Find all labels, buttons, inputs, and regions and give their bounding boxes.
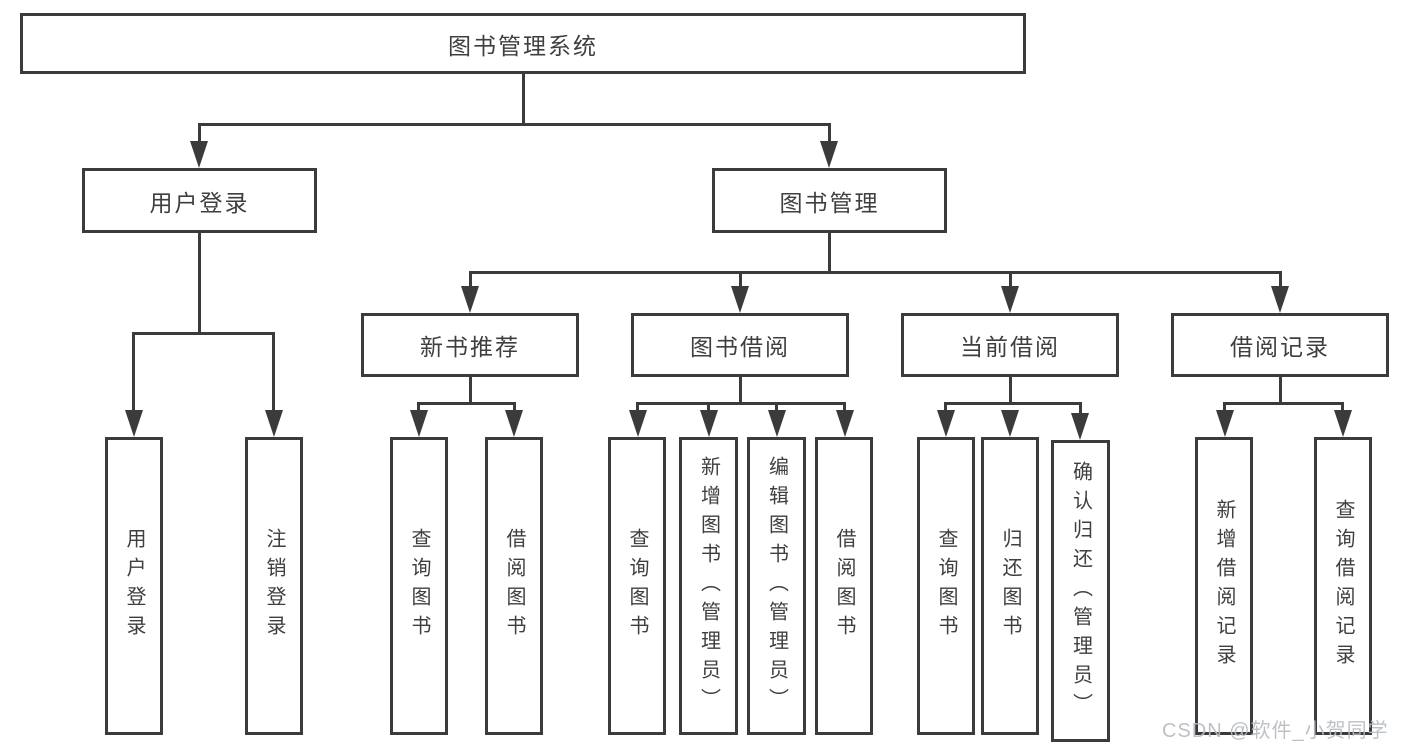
arrow-down-icon bbox=[820, 141, 838, 168]
connector-line bbox=[828, 233, 831, 274]
connector-line bbox=[843, 405, 846, 413]
connector-line bbox=[775, 405, 778, 413]
connector-line bbox=[707, 405, 710, 413]
connector-line bbox=[513, 405, 516, 413]
arrow-down-icon bbox=[265, 410, 283, 437]
arrow-down-icon bbox=[461, 286, 479, 313]
leaf-query-books-newrec: 查询图书 bbox=[390, 437, 448, 735]
node-user-login: 用户登录 bbox=[82, 168, 317, 233]
leaf-add-borrow-record: 新增借阅记录 bbox=[1195, 437, 1253, 735]
connector-line bbox=[739, 377, 742, 405]
arrow-down-icon bbox=[937, 410, 955, 437]
arrow-down-icon bbox=[1071, 413, 1089, 440]
arrow-down-icon bbox=[1216, 410, 1234, 437]
arrow-down-icon bbox=[836, 410, 854, 437]
connector-line bbox=[469, 274, 472, 290]
leaf-confirm-return-admin: 确认归还（管理员） bbox=[1051, 440, 1110, 742]
connector-line bbox=[272, 335, 275, 413]
connector-line bbox=[417, 402, 516, 405]
connector-line bbox=[636, 405, 639, 413]
arrow-down-icon bbox=[700, 410, 718, 437]
connector-line bbox=[469, 377, 472, 405]
connector-line bbox=[198, 126, 201, 152]
leaf-query-books-current: 查询图书 bbox=[917, 437, 975, 735]
arrow-down-icon bbox=[731, 286, 749, 313]
arrow-down-icon bbox=[1271, 286, 1289, 313]
node-book-management: 图书管理 bbox=[712, 168, 947, 233]
connector-line bbox=[132, 335, 135, 413]
arrow-down-icon bbox=[1001, 286, 1019, 313]
arrow-down-icon bbox=[1334, 410, 1352, 437]
leaf-query-books-borrow: 查询图书 bbox=[608, 437, 666, 735]
node-library-management-system: 图书管理系统 bbox=[20, 13, 1026, 74]
connector-line bbox=[944, 405, 947, 413]
leaf-logout: 注销登录 bbox=[245, 437, 303, 735]
connector-line bbox=[1079, 405, 1082, 413]
connector-line bbox=[1279, 274, 1282, 290]
leaf-query-borrow-record: 查询借阅记录 bbox=[1314, 437, 1372, 735]
connector-line bbox=[944, 402, 1082, 405]
connector-line bbox=[1223, 405, 1226, 413]
connector-line bbox=[522, 74, 525, 126]
connector-line bbox=[198, 123, 831, 126]
arrow-down-icon bbox=[125, 410, 143, 437]
arrow-down-icon bbox=[768, 410, 786, 437]
connector-line bbox=[417, 405, 420, 413]
arrow-down-icon bbox=[190, 141, 208, 168]
node-current-borrow: 当前借阅 bbox=[901, 313, 1119, 377]
csdn-watermark: CSDN @软件_小贺同学 bbox=[1162, 720, 1389, 742]
node-new-book-recommend: 新书推荐 bbox=[361, 313, 579, 377]
leaf-return-book: 归还图书 bbox=[981, 437, 1039, 735]
node-borrow-records: 借阅记录 bbox=[1171, 313, 1389, 377]
connector-line bbox=[198, 233, 201, 334]
connector-line bbox=[1279, 377, 1282, 405]
connector-line bbox=[1009, 274, 1012, 290]
connector-line bbox=[1009, 377, 1012, 405]
arrow-down-icon bbox=[505, 410, 523, 437]
connector-line bbox=[132, 332, 275, 335]
leaf-borrow-books-newrec: 借阅图书 bbox=[485, 437, 543, 735]
connector-line bbox=[1341, 405, 1344, 413]
arrow-down-icon bbox=[410, 410, 428, 437]
leaf-user-login: 用户登录 bbox=[105, 437, 163, 735]
connector-line bbox=[828, 126, 831, 152]
connector-line bbox=[739, 274, 742, 290]
connector-line bbox=[636, 402, 846, 405]
leaf-borrow-books-borrow: 借阅图书 bbox=[815, 437, 873, 735]
leaf-add-book-admin: 新增图书（管理员） bbox=[679, 437, 738, 735]
leaf-edit-book-admin: 编辑图书（管理员） bbox=[747, 437, 806, 735]
node-book-borrow: 图书借阅 bbox=[631, 313, 849, 377]
arrow-down-icon bbox=[629, 410, 647, 437]
arrow-down-icon bbox=[1001, 410, 1019, 437]
connector-line bbox=[469, 271, 1282, 274]
connector-line bbox=[1223, 402, 1344, 405]
